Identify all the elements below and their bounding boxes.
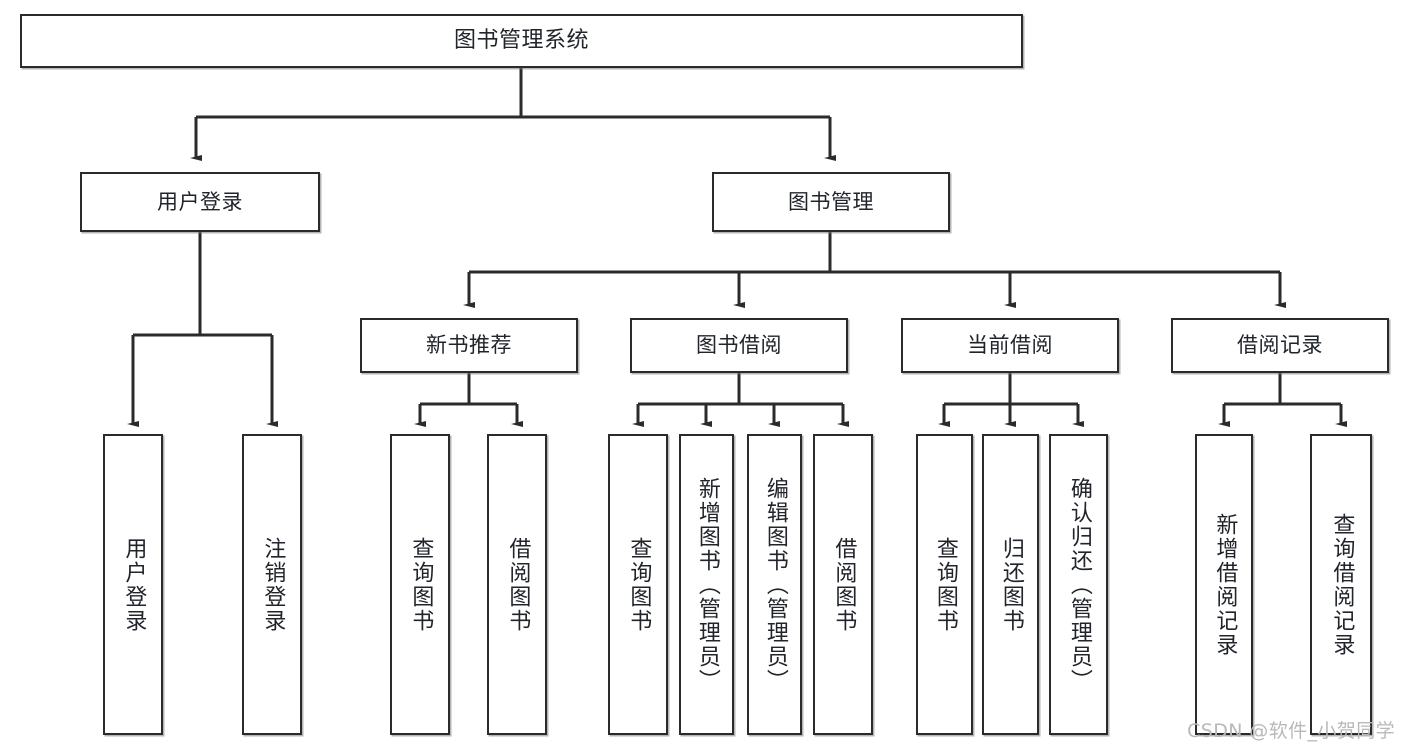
leaf-logout[interactable]: 注销登录 bbox=[242, 434, 302, 735]
node-label: 图书管理系统 bbox=[453, 28, 589, 54]
node-user-login[interactable]: 用户登录 bbox=[80, 172, 320, 232]
leaf-add-borrow-record[interactable]: 新增借阅记录 bbox=[1195, 434, 1253, 735]
leaf-edit-book-admin[interactable]: 编辑图书（管理员） bbox=[747, 434, 802, 735]
node-label: 查询图书 bbox=[932, 536, 958, 633]
node-new-book-recommendation[interactable]: 新书推荐 bbox=[360, 318, 578, 373]
node-label: 借阅图书 bbox=[831, 536, 857, 633]
leaf-user-login[interactable]: 用户登录 bbox=[103, 434, 163, 735]
node-label: 归还图书 bbox=[998, 536, 1024, 633]
node-label: 当前借阅 bbox=[967, 333, 1053, 358]
node-label: 图书借阅 bbox=[696, 333, 782, 358]
leaf-add-book-admin[interactable]: 新增图书（管理员） bbox=[679, 434, 734, 735]
node-label: 新增借阅记录 bbox=[1212, 512, 1238, 657]
node-book-borrowing[interactable]: 图书借阅 bbox=[630, 318, 848, 373]
leaf-confirm-return-admin[interactable]: 确认归还（管理员） bbox=[1049, 434, 1108, 735]
node-borrowing-record[interactable]: 借阅记录 bbox=[1171, 318, 1389, 373]
node-label: 确认归还（管理员） bbox=[1066, 476, 1092, 693]
leaf-query-book-new-recommend[interactable]: 查询图书 bbox=[390, 434, 450, 735]
node-label: 新增图书（管理员） bbox=[694, 476, 720, 693]
node-label: 新书推荐 bbox=[426, 333, 512, 358]
node-label: 图书管理 bbox=[788, 189, 874, 214]
node-label: 借阅图书 bbox=[505, 536, 531, 633]
node-current-borrowing[interactable]: 当前借阅 bbox=[901, 318, 1119, 373]
node-root-book-management-system[interactable]: 图书管理系统 bbox=[20, 14, 1023, 68]
node-label: 查询图书 bbox=[408, 536, 434, 633]
node-label: 用户登录 bbox=[121, 536, 147, 633]
leaf-query-book-current[interactable]: 查询图书 bbox=[916, 434, 973, 735]
leaf-borrow-book-new-recommend[interactable]: 借阅图书 bbox=[487, 434, 547, 735]
node-label: 注销登录 bbox=[260, 536, 286, 633]
node-label: 用户登录 bbox=[157, 189, 243, 214]
leaf-borrow-book-borrowing[interactable]: 借阅图书 bbox=[813, 434, 873, 735]
node-label: 借阅记录 bbox=[1237, 333, 1323, 358]
node-label: 编辑图书（管理员） bbox=[762, 476, 788, 693]
node-label: 查询借阅记录 bbox=[1329, 512, 1355, 657]
node-book-management[interactable]: 图书管理 bbox=[712, 172, 950, 232]
csdn-watermark: CSDN @软件_小贺同学 bbox=[1187, 720, 1395, 742]
leaf-query-book-borrowing[interactable]: 查询图书 bbox=[608, 434, 668, 735]
node-label: 查询图书 bbox=[626, 536, 652, 633]
leaf-query-borrow-record[interactable]: 查询借阅记录 bbox=[1310, 434, 1372, 735]
leaf-return-book[interactable]: 归还图书 bbox=[982, 434, 1039, 735]
